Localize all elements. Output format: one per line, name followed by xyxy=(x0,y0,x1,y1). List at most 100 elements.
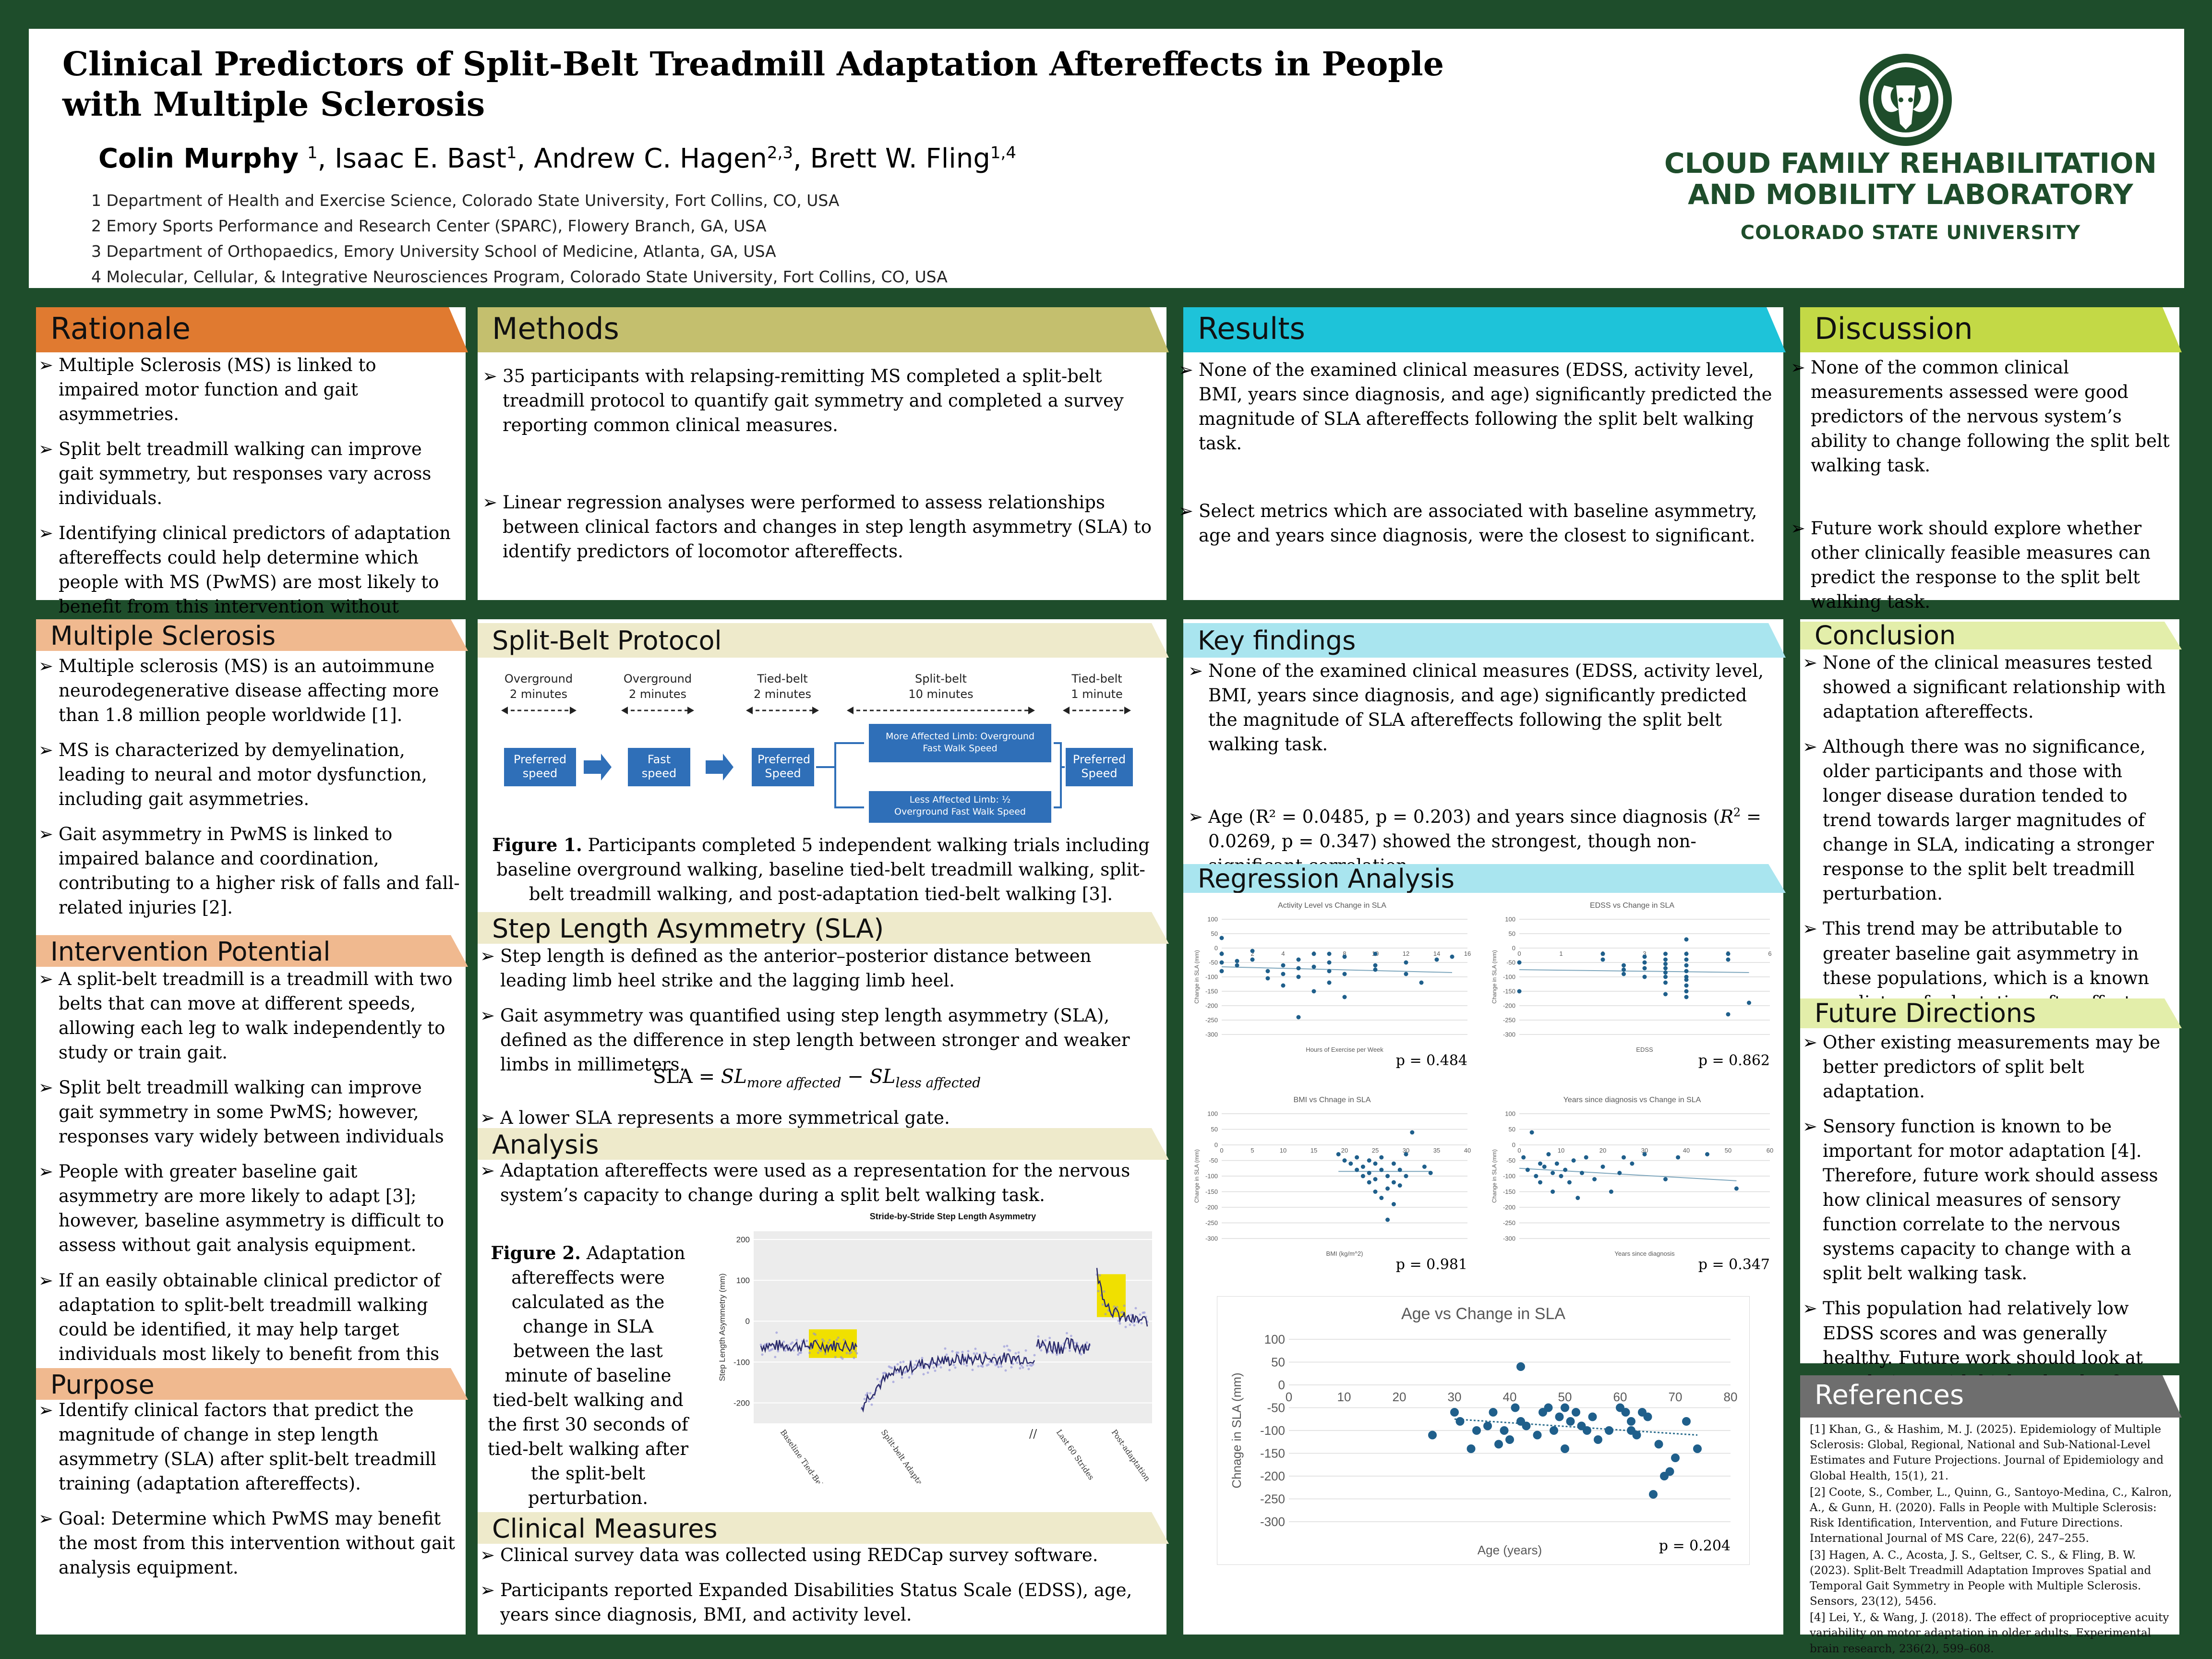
data-point xyxy=(1336,1152,1341,1156)
sla-equation: SLA = SLmore affected − SLless affected xyxy=(653,1064,981,1093)
y-axis-label: Chnage in SLA (mm) xyxy=(1229,1372,1244,1488)
bullet-item: ➢Other existing measurements may be bett… xyxy=(1803,1030,2172,1104)
protocol-duration: 10 minutes xyxy=(908,687,973,701)
data-point xyxy=(1489,1408,1498,1417)
stride-point xyxy=(1143,1311,1146,1314)
bullet-text: Split belt treadmill walking can improve… xyxy=(59,439,432,509)
stride-point xyxy=(1048,1336,1051,1339)
stride-point xyxy=(991,1361,994,1364)
y-axis-label: Change in SLA (mm) xyxy=(1491,1149,1498,1202)
x-axis-phase-label: Last 60 Strides xyxy=(1055,1428,1096,1481)
stride-point xyxy=(1033,1354,1036,1357)
x-tick-label: 20 xyxy=(1341,1147,1348,1154)
stride-point xyxy=(1000,1365,1003,1368)
data-point xyxy=(1663,1177,1668,1181)
eq-part: SLA = xyxy=(653,1066,721,1088)
plot-background xyxy=(754,1231,1152,1423)
stride-point xyxy=(1026,1364,1029,1367)
data-point xyxy=(1684,983,1689,988)
data-point xyxy=(1551,1171,1555,1175)
bullet-item: ➢Select metrics which are associated wit… xyxy=(1178,499,1779,548)
data-point xyxy=(1235,963,1239,968)
y-axis-label: Change in SLA (mm) xyxy=(1193,1149,1200,1202)
stride-point xyxy=(1014,1352,1017,1355)
stride-point xyxy=(795,1338,798,1341)
text-part: 2 xyxy=(1733,805,1741,819)
data-point xyxy=(1630,1161,1635,1166)
data-point xyxy=(1663,980,1668,985)
protocol-box-label: More Affected Limb: Overground Fast Walk… xyxy=(885,731,1035,754)
affiliation: 4 Molecular, Cellular, & Integrative Neu… xyxy=(91,267,948,286)
bullet-arrow-icon: ➢ xyxy=(480,1160,495,1181)
stride-point xyxy=(1044,1339,1047,1342)
data-point xyxy=(1663,970,1668,975)
data-point xyxy=(1605,1426,1613,1435)
x-tick-label: 30 xyxy=(1641,1147,1648,1154)
data-point xyxy=(1517,989,1522,994)
x-tick-label: 5 xyxy=(1250,1147,1254,1154)
section-heading: Purpose xyxy=(36,1368,468,1400)
data-point xyxy=(1404,1174,1408,1178)
data-point xyxy=(1450,1408,1459,1417)
data-point xyxy=(1404,972,1408,976)
y-tick-label: 0 xyxy=(1214,1142,1218,1149)
protocol-box-label: Fast speed xyxy=(641,753,677,780)
y-tick-label: -100 xyxy=(1205,1173,1218,1180)
y-tick-label: 0 xyxy=(1512,945,1515,952)
data-point xyxy=(1360,1174,1365,1178)
stride-point xyxy=(1037,1335,1040,1338)
chart-title: Stride-by-Stride Step Length Asymmetry xyxy=(870,1212,1036,1221)
stride-point xyxy=(1006,1345,1009,1347)
data-point xyxy=(1355,1167,1359,1172)
stride-point xyxy=(853,1357,855,1359)
data-point xyxy=(1342,1158,1347,1163)
discussion-bullets: ➢None of the common clinical measurement… xyxy=(1791,355,2175,625)
y-axis-label: Step Length Asymmetry (mm) xyxy=(718,1274,727,1382)
data-point xyxy=(1642,960,1647,965)
data-point xyxy=(1584,1155,1588,1160)
bullet-arrow-icon: ➢ xyxy=(1178,501,1194,522)
data-point xyxy=(1342,972,1347,976)
data-point xyxy=(1500,1426,1509,1435)
stride-point xyxy=(844,1346,847,1349)
data-point xyxy=(1327,960,1332,965)
stride-point xyxy=(1016,1361,1019,1364)
data-point xyxy=(1516,1362,1525,1371)
data-point xyxy=(1538,1180,1542,1185)
ms-column xyxy=(36,619,466,1635)
bullet-text: 35 participants with relapsing-remitting… xyxy=(503,366,1124,436)
methods-bullets: ➢35 participants with relapsing-remittin… xyxy=(482,364,1159,574)
data-point xyxy=(1342,954,1347,959)
data-point xyxy=(1373,1177,1378,1181)
bullet-arrow-icon: ➢ xyxy=(480,1580,495,1601)
data-point xyxy=(1355,1155,1359,1160)
y-tick-label: 50 xyxy=(1509,1126,1515,1133)
series-line xyxy=(1096,1268,1148,1327)
bullet-item: ➢None of the examined clinical measures … xyxy=(1178,358,1779,456)
university-name: COLORADO STATE UNIVERSITY xyxy=(1740,222,2081,244)
data-point xyxy=(1404,1152,1408,1156)
data-point xyxy=(1671,1454,1680,1462)
series-line xyxy=(861,1352,1035,1413)
stride-point xyxy=(1085,1341,1088,1344)
data-point xyxy=(1397,1183,1402,1188)
y-tick-label: -300 xyxy=(1205,1235,1218,1242)
x-tick-label: 40 xyxy=(1683,1147,1690,1154)
stride-point xyxy=(869,1392,872,1395)
y-tick-label: -300 xyxy=(1503,1031,1515,1038)
section-heading: Clinical Measures xyxy=(478,1512,1169,1544)
bullet-item: ➢Sensory function is known to be importa… xyxy=(1803,1114,2172,1286)
stride-point xyxy=(1114,1310,1117,1313)
y-tick-label: -200 xyxy=(1205,1204,1218,1211)
data-point xyxy=(1705,1152,1709,1156)
bullet-text: Gait asymmetry was quantified using step… xyxy=(500,1005,1130,1075)
stride-point xyxy=(901,1376,903,1379)
rationale-panel xyxy=(36,307,466,600)
reference-item: [1] Khan, G., & Hashim, M. J. (2025). Ep… xyxy=(1810,1423,2164,1482)
data-point xyxy=(1642,966,1647,971)
y-tick-label: -150 xyxy=(1205,1188,1218,1195)
x-axis-label: Hours of Exercise per Week xyxy=(1306,1046,1383,1053)
data-point xyxy=(1592,1177,1597,1181)
